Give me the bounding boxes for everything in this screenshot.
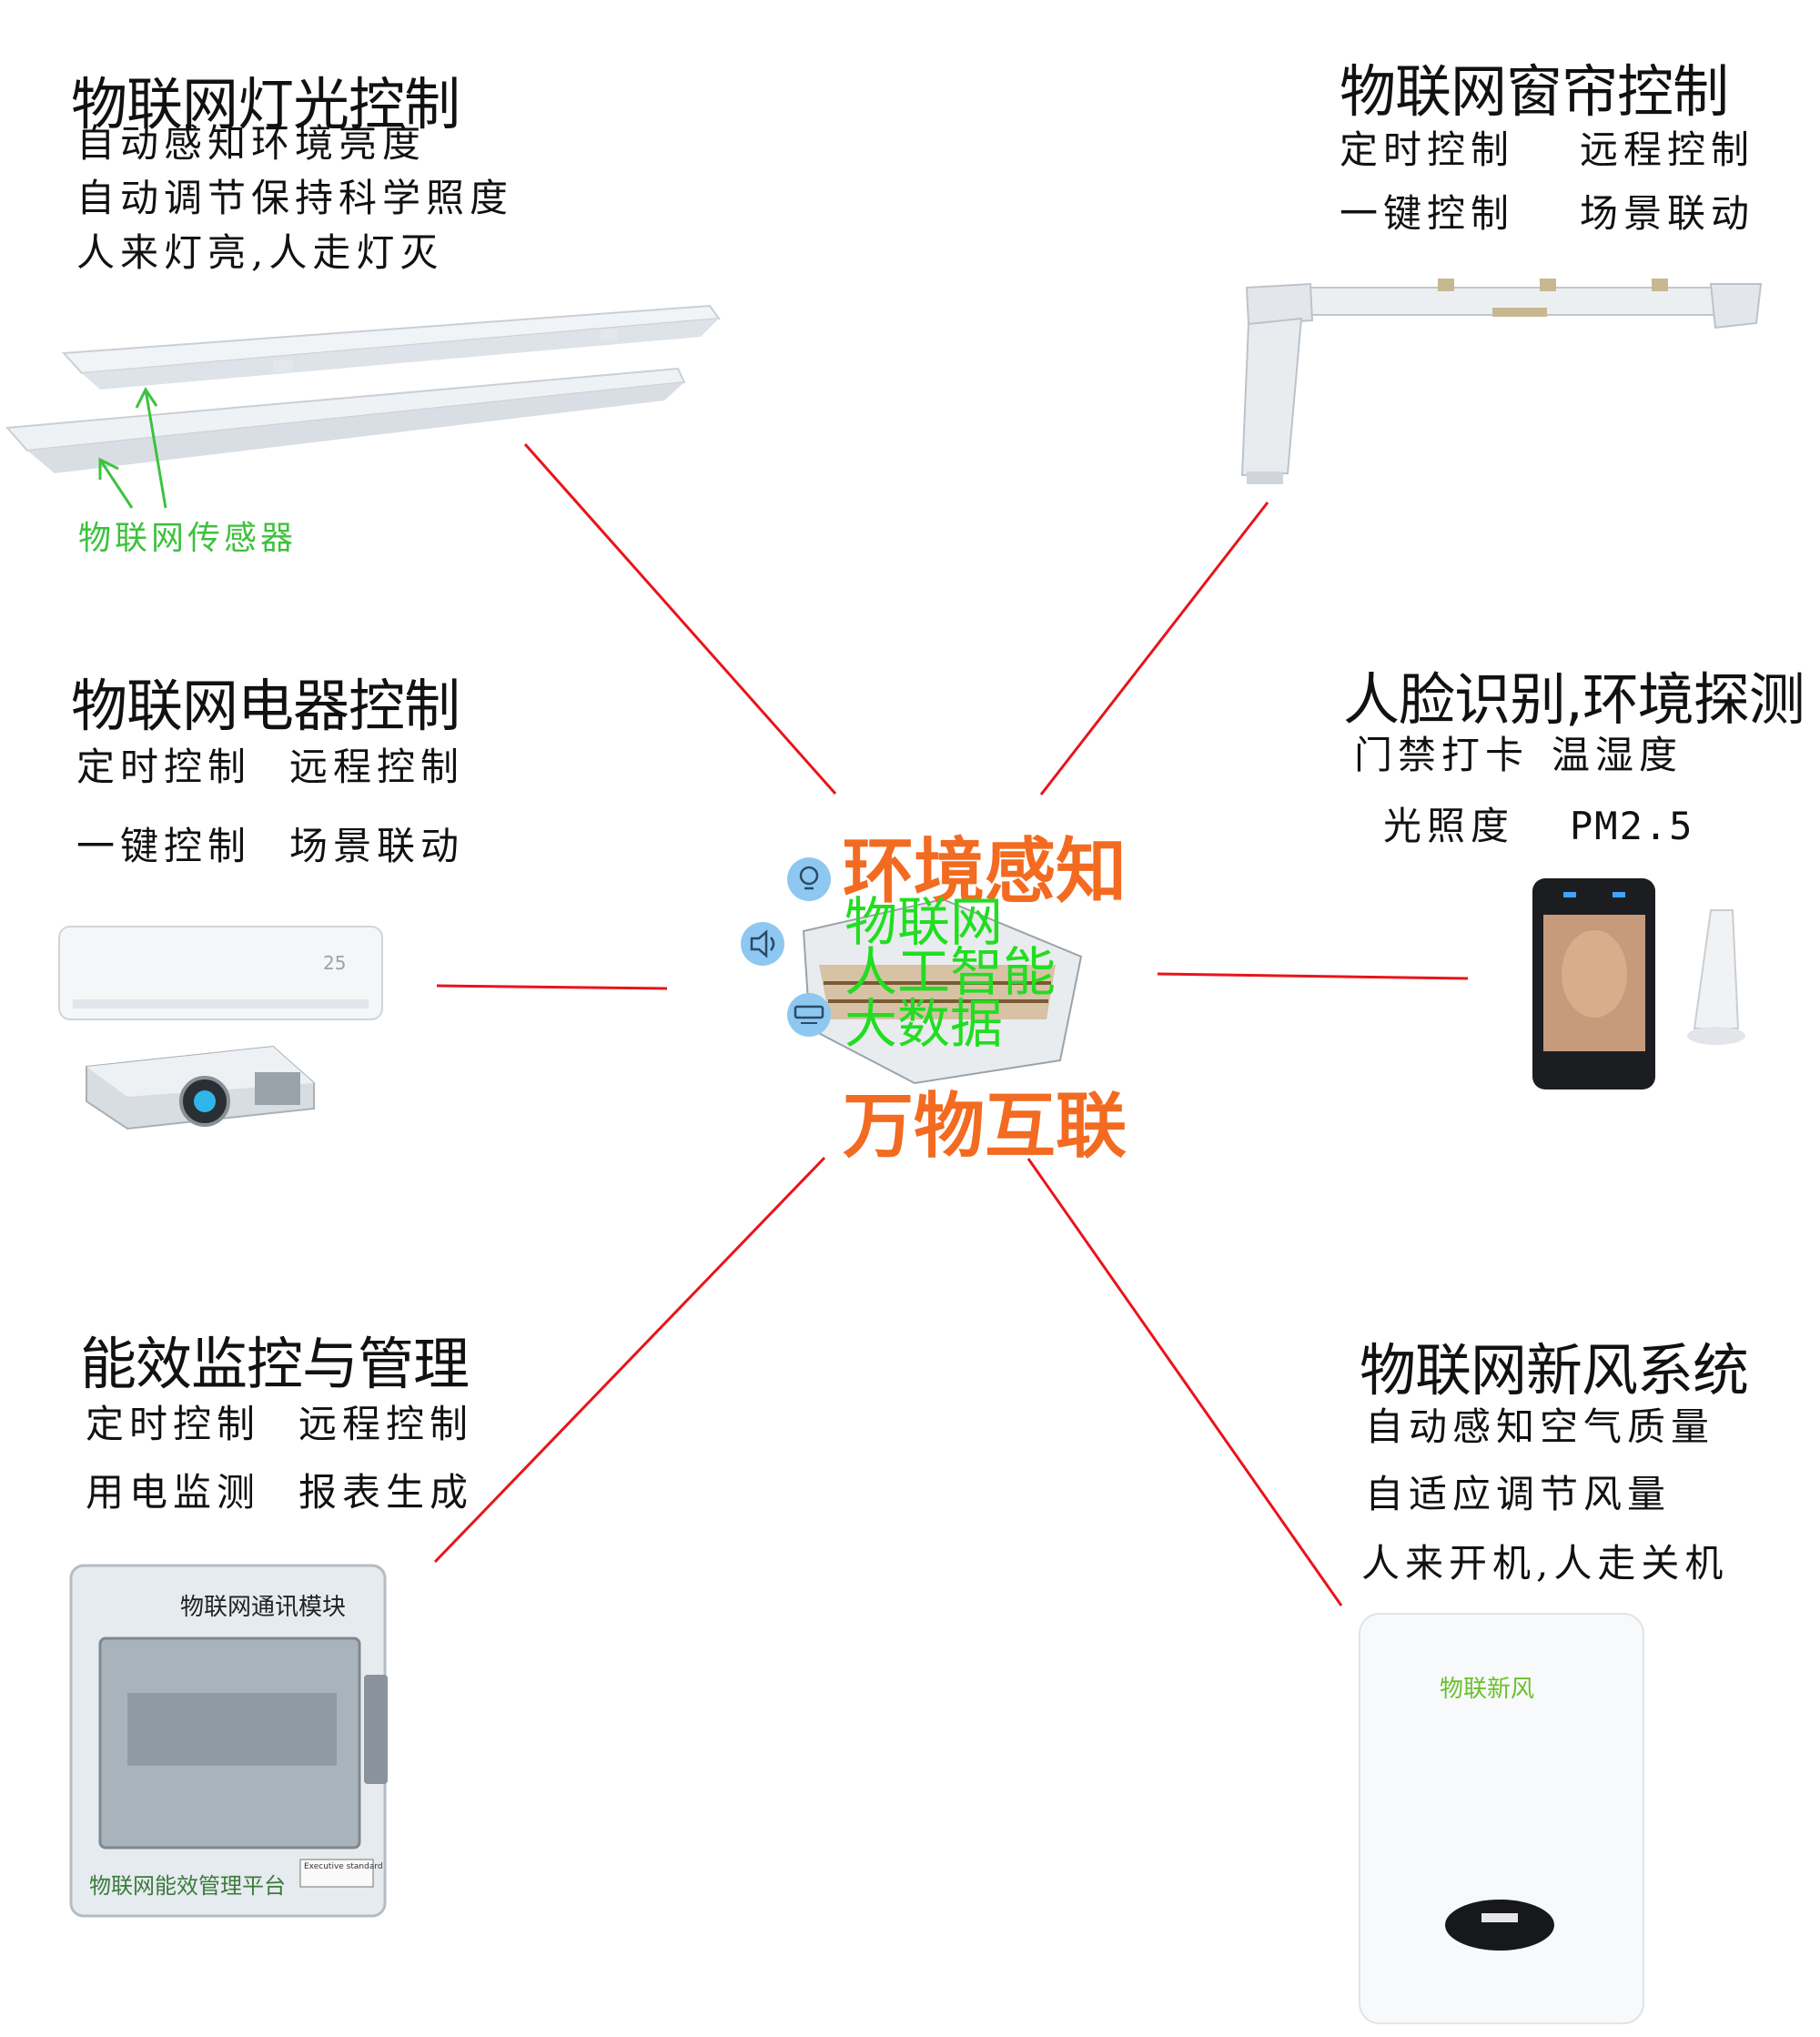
appliance-line-2: 远程控制 [289, 745, 465, 789]
fresh-air-line-1: 自动感知空气质量 [1365, 1404, 1715, 1449]
face-line-4: PM2.5 [1570, 804, 1694, 848]
led-light-bars [5, 304, 721, 473]
air-conditioner-icon [787, 993, 831, 1037]
energy-line-1: 定时控制 [86, 1402, 261, 1446]
connector-lighting [523, 443, 837, 795]
appliance-line-4: 场景联动 [289, 824, 465, 868]
curtain-line-2: 远程控制 [1580, 127, 1755, 172]
energy-box-top-label: 物联网通讯模块 [180, 1594, 347, 1621]
projector [86, 1045, 315, 1130]
energy-line-4: 报表生成 [298, 1470, 474, 1515]
connector-appliance [436, 984, 668, 990]
fresh-air-device-label: 物联新风 [1440, 1676, 1535, 1703]
fresh-air-line-2: 自适应调节风量 [1365, 1472, 1672, 1516]
curtain-line-1: 定时控制 [1340, 127, 1515, 172]
face-line-3: 光照度 [1383, 804, 1515, 848]
connector-curtain [1039, 502, 1269, 796]
connector-energy [433, 1156, 826, 1564]
face-line-1: 门禁打卡 [1354, 733, 1530, 777]
appliance-line-3: 一键控制 [76, 824, 252, 868]
sensor-label: 物联网传感器 [78, 520, 298, 557]
curtain-line-3: 一键控制 [1340, 191, 1515, 236]
lighting-title: 物联网灯光控制 [71, 71, 460, 137]
curtain-line-4: 场景联动 [1580, 191, 1755, 236]
face-line-2: 温湿度 [1552, 733, 1684, 777]
energy-title: 能效监控与管理 [80, 1331, 470, 1397]
sensor-arrows [98, 387, 167, 509]
lighting-line-1: 自动感知环境亮度 [76, 121, 427, 166]
center-middle-2: 人工智能 [844, 941, 1057, 1003]
energy-line-2: 远程控制 [298, 1402, 474, 1446]
center-room [802, 897, 1083, 1085]
energy-box-tag: Executive standard [304, 1862, 383, 1871]
connector-face [1157, 972, 1469, 980]
curtain-track [1240, 279, 1763, 484]
fresh-air-unit [1359, 1613, 1644, 2024]
energy-box-bottom-label: 物联网能效管理平台 [89, 1873, 286, 1899]
energy-box [69, 1564, 388, 1918]
center-middle-3: 大数据 [844, 993, 1004, 1055]
energy-line-3: 用电监测 [86, 1470, 261, 1515]
appliance-title: 物联网电器控制 [71, 673, 460, 739]
fresh-air-line-3: 人来开机,人走关机 [1361, 1541, 1729, 1586]
center-middle-1: 物联网 [844, 891, 1004, 953]
center-bottom-text: 万物互联 [843, 1086, 1127, 1168]
speaker-icon [741, 922, 784, 966]
connector-fresh-air [1026, 1158, 1343, 1606]
air-conditioner [58, 926, 383, 1020]
face-terminal [1532, 878, 1655, 1089]
center-top-text: 环境感知 [843, 831, 1127, 913]
curtain-title: 物联网窗帘控制 [1340, 58, 1729, 125]
lighting-line-2: 自动调节保持科学照度 [76, 176, 514, 220]
appliance-line-1: 定时控制 [76, 745, 252, 789]
ac-display: 25 [323, 952, 347, 974]
environment-sensor [1687, 909, 1745, 1045]
fresh-air-title: 物联网新风系统 [1360, 1337, 1749, 1404]
face-title: 人脸识别,环境探测 [1343, 666, 1805, 733]
lighting-line-3: 人来灯亮,人走灯灭 [76, 230, 444, 275]
light-bulb-icon [787, 857, 831, 901]
